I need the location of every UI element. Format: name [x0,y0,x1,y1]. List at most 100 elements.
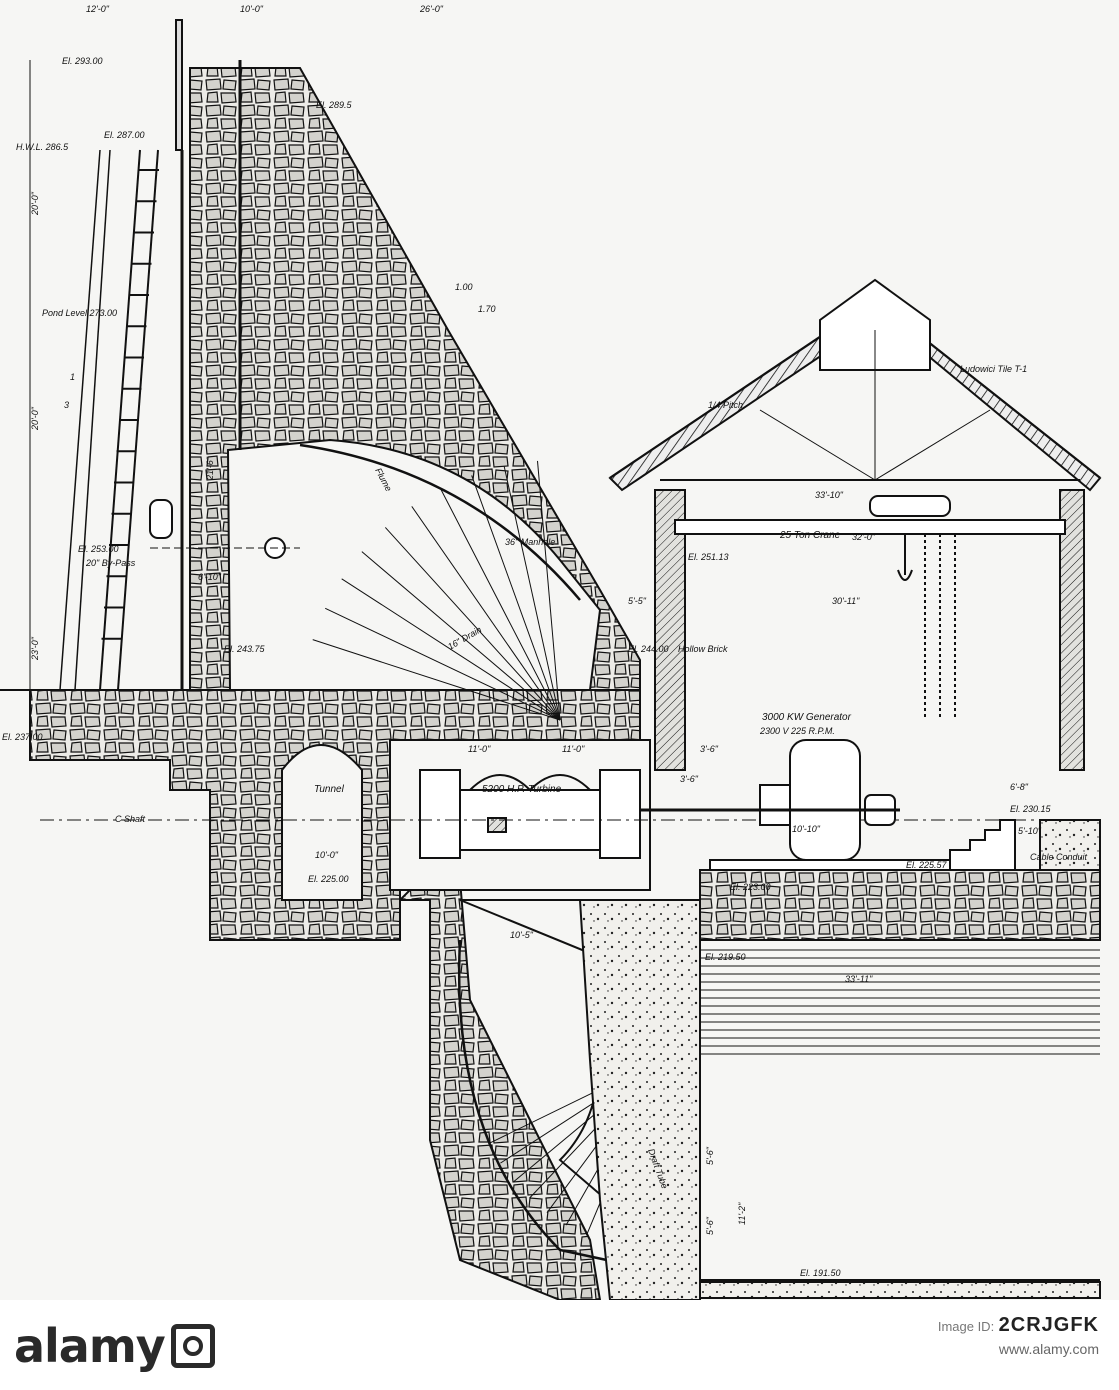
elev-hwl: H.W.L. 286.5 [16,142,69,152]
flume-radial-line [341,578,561,721]
elev-heel: El. 237.00 [2,732,43,742]
flume-radial-line [503,465,561,721]
dim-gen-base: 10'-10" [792,824,821,834]
label-bypass: 20" By-Pass [85,558,136,568]
crane-girder [674,519,1066,535]
label-ladder-b: 3 [64,400,69,410]
label-pitch: 1/4 Pitch [708,400,743,410]
flume-radial-line [361,551,561,721]
dim-crane-span: 32'-0" [852,532,876,542]
elevation-labels: El. 293.00 El. 289.5 H.W.L. 286.5 El. 28… [2,56,1052,1278]
label-shaft: C Shaft [115,814,146,824]
image-id-label: Image ID: [937,1319,995,1334]
turbine-nameplate [487,817,507,833]
elev-gate-sill: El. 243.75 [224,644,266,654]
dim-draft-h3: 11'-2" [737,1202,747,1225]
dim-height-20b: 20'-0" [30,406,40,431]
dim-wall-thick-b: 3'-6" [680,774,699,784]
dim-bypass-offset: 6'-10" [198,572,222,582]
stairs [949,819,1016,871]
trash-rack-a [59,149,101,691]
dim-draft-h2: 5'-6" [705,1216,715,1235]
label-tile: Ludowici Tile T-1 [960,364,1027,374]
draft-bottom-slab [699,1281,1101,1299]
watermark-brand: alamy [14,1319,166,1373]
turbine-runner-left [419,769,461,859]
elev-pond: Pond Level 273.00 [42,308,117,318]
elev-deck: El. 287.00 [104,130,145,140]
flume-radial-line [384,527,561,721]
dim-step-b: 5'-10" [1018,826,1042,836]
dim-step-a: 6'-8" [1010,782,1029,792]
tailrace-wall [578,899,701,1301]
elev-tailrace: El. 219.50 [705,952,746,962]
label-slope-b: 1.70 [478,304,496,314]
watermark-url: www.alamy.com [998,1341,1099,1357]
tunnel-arch [281,744,363,901]
elev-top-fill: El. 289.5 [316,100,353,110]
structure-lines [0,19,1102,1301]
dim-top-b: 10'-0" [240,4,264,14]
dim-height-23: 23'-0" [30,636,40,661]
dim-tunnel-width: 10'-0" [315,850,339,860]
turbine-runner-right [599,769,641,859]
truss-web [759,409,876,481]
generator-body [789,739,861,861]
dim-height-20a: 20'-0" [30,191,40,216]
dim-runway-span: 33'-10" [815,490,844,500]
elev-gen-floor: El. 230.15 [1010,804,1052,814]
dim-wall-thick-a: 5'-5" [628,596,647,606]
dim-turbine-span-a: 11'-0" [468,744,491,754]
flume-radial-line [537,460,561,721]
gate-post [175,19,183,151]
image-id: 2CRJGFK [998,1314,1099,1336]
flume-radial-line [440,488,561,721]
flume-arc [299,443,581,601]
label-ladder-a: 1 [70,372,75,382]
dim-turbine-gap: 3'-6" [700,744,719,754]
label-manhole: 36" Manhole [505,537,555,547]
intake-chamber [226,438,602,691]
monitor-cupola [819,278,931,371]
powerhouse-wall-right [1059,489,1085,771]
powerhouse-foundation [699,869,1101,941]
powerhouse-cross-section: 12'-0" 10'-0" 26'-0" 20'-0" 20'-0" 23'-0… [0,4,1102,1301]
dim-turbine-span-b: 11'-0" [562,744,585,754]
generator-floor [709,859,991,871]
flume-radial-line [411,506,561,721]
crane-trolley [869,495,951,517]
elev-crane-rail: El. 251.13 [688,552,729,562]
label-slope-a: 1.00 [455,282,473,292]
draft-tube-arc [457,939,701,1282]
truss-web [874,409,991,481]
watermark-logo: alamy [14,1308,215,1384]
elev-floor-sill: El. 244.00 [628,644,669,654]
elev-bypass: El. 253.00 [78,544,119,554]
brand-mark-icon [170,1324,215,1368]
generator-bearing [759,784,791,826]
label-crane: 25 Ton Crane [779,530,841,541]
label-hollow-brick: Hollow Brick [678,644,728,654]
elev-crest: El. 293.00 [62,56,103,66]
trash-rack-b [74,149,111,691]
dim-gate-height: 21'-6" [205,456,215,481]
dim-basement-width: 33'-11" [845,974,873,984]
watermark-meta: Image ID: 2CRJGFK www.alamy.com [938,1314,1099,1357]
powerhouse-wall-left [654,489,686,771]
crane-hook [897,534,913,581]
flume-radial-line [312,639,561,721]
elev-pit-floor: El. 223.00 [730,882,771,892]
label-generator-spec: 2300 V 225 R.P.M. [759,726,835,736]
dim-top-c: 26'-0" [419,4,444,14]
elev-tunnel-floor: El. 225.00 [308,874,349,884]
label-cable: Cable Conduit [1030,852,1088,862]
flume-radial-line [325,607,561,721]
bypass-valve [149,499,173,539]
label-generator: 3000 KW Generator [762,712,852,723]
elev-basement: El. 225.57 [906,860,948,870]
label-tunnel: Tunnel [314,784,345,795]
dim-top-a: 12'-0" [86,4,110,14]
dim-draft-h1: 5'-6" [705,1146,715,1165]
label-turbine: 5200 H.P. Turbine [482,784,562,795]
dim-bay-width: 30'-11" [832,596,860,606]
